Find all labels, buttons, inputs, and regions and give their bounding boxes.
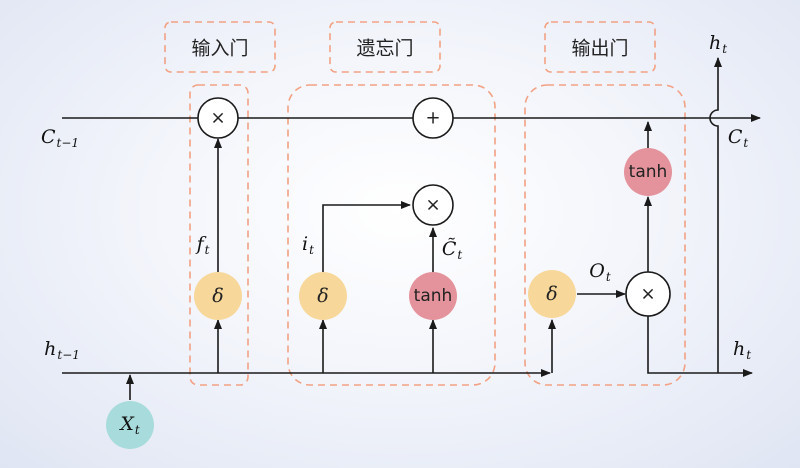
forget-gate-region [287,84,496,386]
input-gate-label-box [164,21,276,73]
forget-tanh-symbol: tanh [413,286,453,306]
output-gate-region [524,84,686,386]
forget-multiply-node [412,184,454,226]
input-gate-label: 输入门 [191,37,249,60]
x-input-node [106,401,154,449]
output-gate-label-box [544,21,656,73]
output-tanh-symbol: tanh [628,162,668,182]
i-t-label: it [302,233,314,257]
output-tanh-node [624,148,672,196]
c-tilde-label: C̃t [441,238,463,262]
forget-gate-label: 遗忘门 [356,37,414,60]
forget-multiply-symbol: × [425,194,441,216]
forget-sigma-node [299,272,347,320]
h-t-right-label: ht [732,338,752,362]
h-t-up-line [709,57,722,373]
c-t-label: Ct [727,126,749,150]
forget-sigma-symbol: δ [317,285,329,307]
input-sigma-node [194,272,242,320]
i-t-arrow [322,201,411,272]
input-gate-region [189,84,249,386]
input-multiply-symbol: × [210,107,226,129]
c-prev-label: Ct−1 [40,126,80,150]
input-sigma-symbol: δ [212,285,224,307]
output-sigma-node [528,270,576,318]
add-symbol: + [425,107,441,129]
input-multiply-node [197,97,239,139]
forget-tanh-node [409,272,457,320]
output-multiply-node [625,271,671,317]
add-node [412,97,454,139]
h-t-top-label: ht [708,32,728,56]
f-t-label: ft [196,233,210,257]
output-sigma-symbol: δ [546,283,558,305]
x-t-label: Xt [120,413,140,437]
o-t-label: Ot [589,260,611,284]
output-multiply-symbol: × [640,283,656,305]
h-prev-label: ht−1 [44,338,80,362]
forget-gate-label-box [329,21,441,73]
output-gate-label: 输出门 [571,37,629,60]
